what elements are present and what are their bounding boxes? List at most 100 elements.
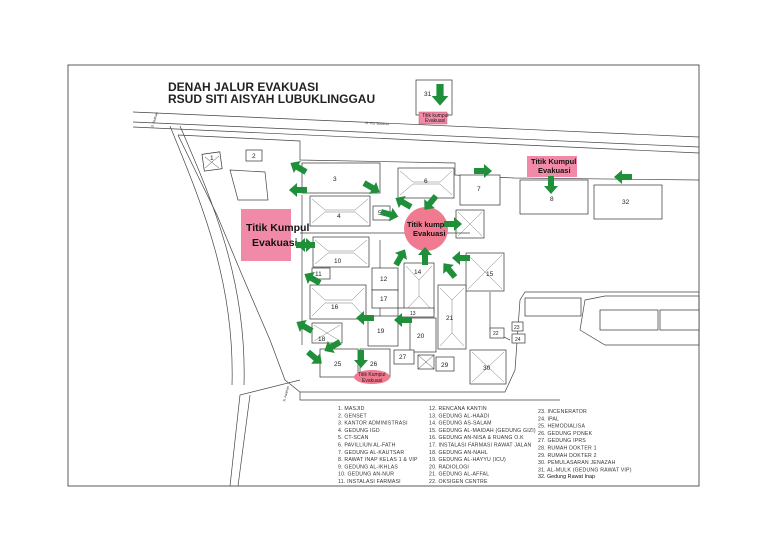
building-15: 15 [465,252,505,292]
legend-item: 21. GEDUNG AL-AFFAL [429,472,489,478]
assembly-point-center: Titik kumpul Evakuasi [404,207,451,251]
building-12: 12 [371,267,399,291]
legend-item: 24. IPAL [538,416,559,422]
building-16: 16 [309,284,367,320]
svg-text:15: 15 [486,271,494,278]
map-title-line2: RSUD SITI AISYAH LUBUKLINGGAU [168,92,375,106]
building-30: 30 [469,349,507,385]
map-title-line1: DENAH JALUR EVAKUASI [168,80,318,94]
building-4: 4 [309,195,371,227]
svg-text:32: 32 [622,199,630,206]
svg-text:30: 30 [483,365,491,372]
svg-text:11: 11 [315,271,322,278]
svg-text:Jl. Asahan: Jl. Asahan [282,386,290,403]
legend-col3-extra: 32. Gedung Rawat Inap [538,474,595,480]
legend-item: 30. PEMULASARAN JENAZAH [538,460,616,466]
legend-item: 4. GEDUNG IGD [338,428,380,434]
parking-area [229,169,269,201]
svg-text:16: 16 [331,304,339,311]
svg-text:25: 25 [334,361,342,368]
svg-text:5: 5 [378,210,382,217]
building-7: 7 [459,174,501,206]
svg-text:1: 1 [210,155,214,162]
building-27: 27 [393,349,415,365]
building-1: 1 [201,151,223,172]
svg-text:31: 31 [424,91,432,98]
legend-item: 22. OKSIGEN CENTRE [429,479,488,485]
svg-text:22: 22 [493,331,499,337]
svg-text:12: 12 [380,276,388,283]
assembly-point-top-right: Titik Kumpul Evakuasi [527,156,577,177]
legend-item: 27. GEDUNG IPRS [538,438,586,444]
svg-text:20: 20 [417,333,425,340]
building-17: 17 [371,289,399,309]
svg-text:Evakuasi: Evakuasi [252,237,298,249]
legend-item: 10. GEDUNG AN-NUR [338,472,394,478]
svg-text:7: 7 [477,186,481,193]
svg-text:19: 19 [377,328,385,335]
svg-text:18: 18 [318,336,326,343]
legend-item: 5. CT-SCAN [338,435,369,441]
building-18: 18 [311,322,343,344]
legend-item: 3. KANTOR ADMINISTRASI [338,421,408,427]
building-14: 14 [403,262,435,314]
legend-item: 6. PAVILLIUN AL-FATH [338,443,396,449]
building-25: 25 [319,348,359,378]
building-10: 10 [312,236,370,268]
svg-text:Evakuasi: Evakuasi [413,229,446,238]
building-13: 13 [397,307,435,318]
legend-item: 7. GEDUNG AL-KAUTSAR [338,450,404,456]
svg-text:29: 29 [441,362,449,369]
legend-item: 14. GEDUNG AS-SALAM [429,421,492,427]
compound-outline [177,134,700,487]
building-24: 24 [511,333,526,344]
legend-item: 20. RADIOLOGI [429,464,469,470]
legend-item: 19. GEDUNG AL-HAYYU (ICU) [429,457,506,463]
legend-item: 31. AL-MULK (GEDUNG RAWAT VIP) [538,467,632,473]
right-parking [524,297,700,331]
legend-item: 8. RAWAT INAP KELAS 1 & VIP [338,457,418,463]
svg-text:Titik kumpul: Titik kumpul [407,220,451,229]
assembly-point-bottom: Titik Kumpul Evakuasi [354,370,390,384]
svg-text:Jl. Asahan: Jl. Asahan [150,112,159,129]
legend-item: 29. RUMAH DOKTER 2 [538,453,597,459]
svg-text:23: 23 [514,325,520,331]
top-road: Jl. Yos Sudarso [132,111,700,154]
legend-item: 26. GEDUNG PONEK [538,431,593,437]
svg-text:Titik Kumpul: Titik Kumpul [246,222,309,234]
svg-text:3: 3 [333,176,337,183]
building-21: 21 [437,284,467,350]
svg-text:8: 8 [550,196,554,203]
legend-item: 16. GEDUNG AN-NISA & RUANG O.K [429,435,524,441]
building-23: 23 [511,321,524,332]
legend-item: 23. INCENERATOR [538,409,587,415]
legend-item: 2. GENSET [338,413,368,419]
assembly-point-left: Titik Kumpul Evakuasi [241,209,309,261]
svg-text:Evakuasi: Evakuasi [362,378,382,384]
svg-text:6: 6 [424,178,428,185]
svg-text:Evakuasi: Evakuasi [425,118,445,124]
legend-item: 18. GEDUNG AN-NAHL [429,450,488,456]
assembly-point-top-center: Titik kumpul Evakuasi [418,111,449,125]
svg-text:26: 26 [370,361,378,368]
svg-text:Jl. Yos Sudarso: Jl. Yos Sudarso [365,121,389,126]
legend-item: 25. HEMODIALISA [538,424,585,430]
legend-item: 12. RENCANA KANTIN [429,406,487,412]
legend-item: 11. INSTALASI FARMASI [338,479,401,485]
svg-text:Evakuasi: Evakuasi [538,166,571,175]
svg-text:17: 17 [380,296,388,303]
svg-text:14: 14 [414,269,422,276]
svg-text:13: 13 [410,311,416,317]
legend-item: 1. MASJID [338,406,365,412]
svg-text:10: 10 [334,258,342,265]
svg-text:Titik Kumpul: Titik Kumpul [531,157,576,166]
legend-item: 28. RUMAH DOKTER 1 [538,446,597,452]
svg-text:Titik Kumpul: Titik Kumpul [358,372,385,378]
svg-text:2: 2 [252,153,256,160]
legend-item: 17. INSTALASI FARMASI RAWAT JALAN [429,443,532,449]
legend-item: 13. GEDUNG AL-HAADI [429,413,489,419]
building-2: 2 [245,149,263,162]
